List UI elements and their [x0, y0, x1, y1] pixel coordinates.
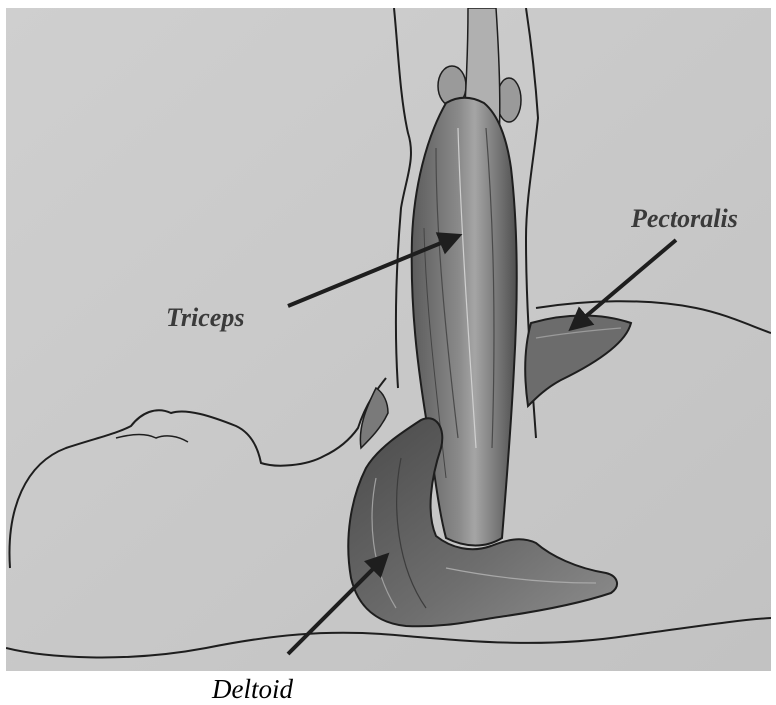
muscle-illustration [6, 8, 771, 671]
deltoid-label: Deltoid [212, 674, 293, 705]
pectoralis-label: Pectoralis [631, 204, 738, 234]
bone-knob-right [497, 78, 521, 122]
anatomy-figure [6, 8, 771, 671]
triceps-label: Triceps [166, 303, 244, 333]
